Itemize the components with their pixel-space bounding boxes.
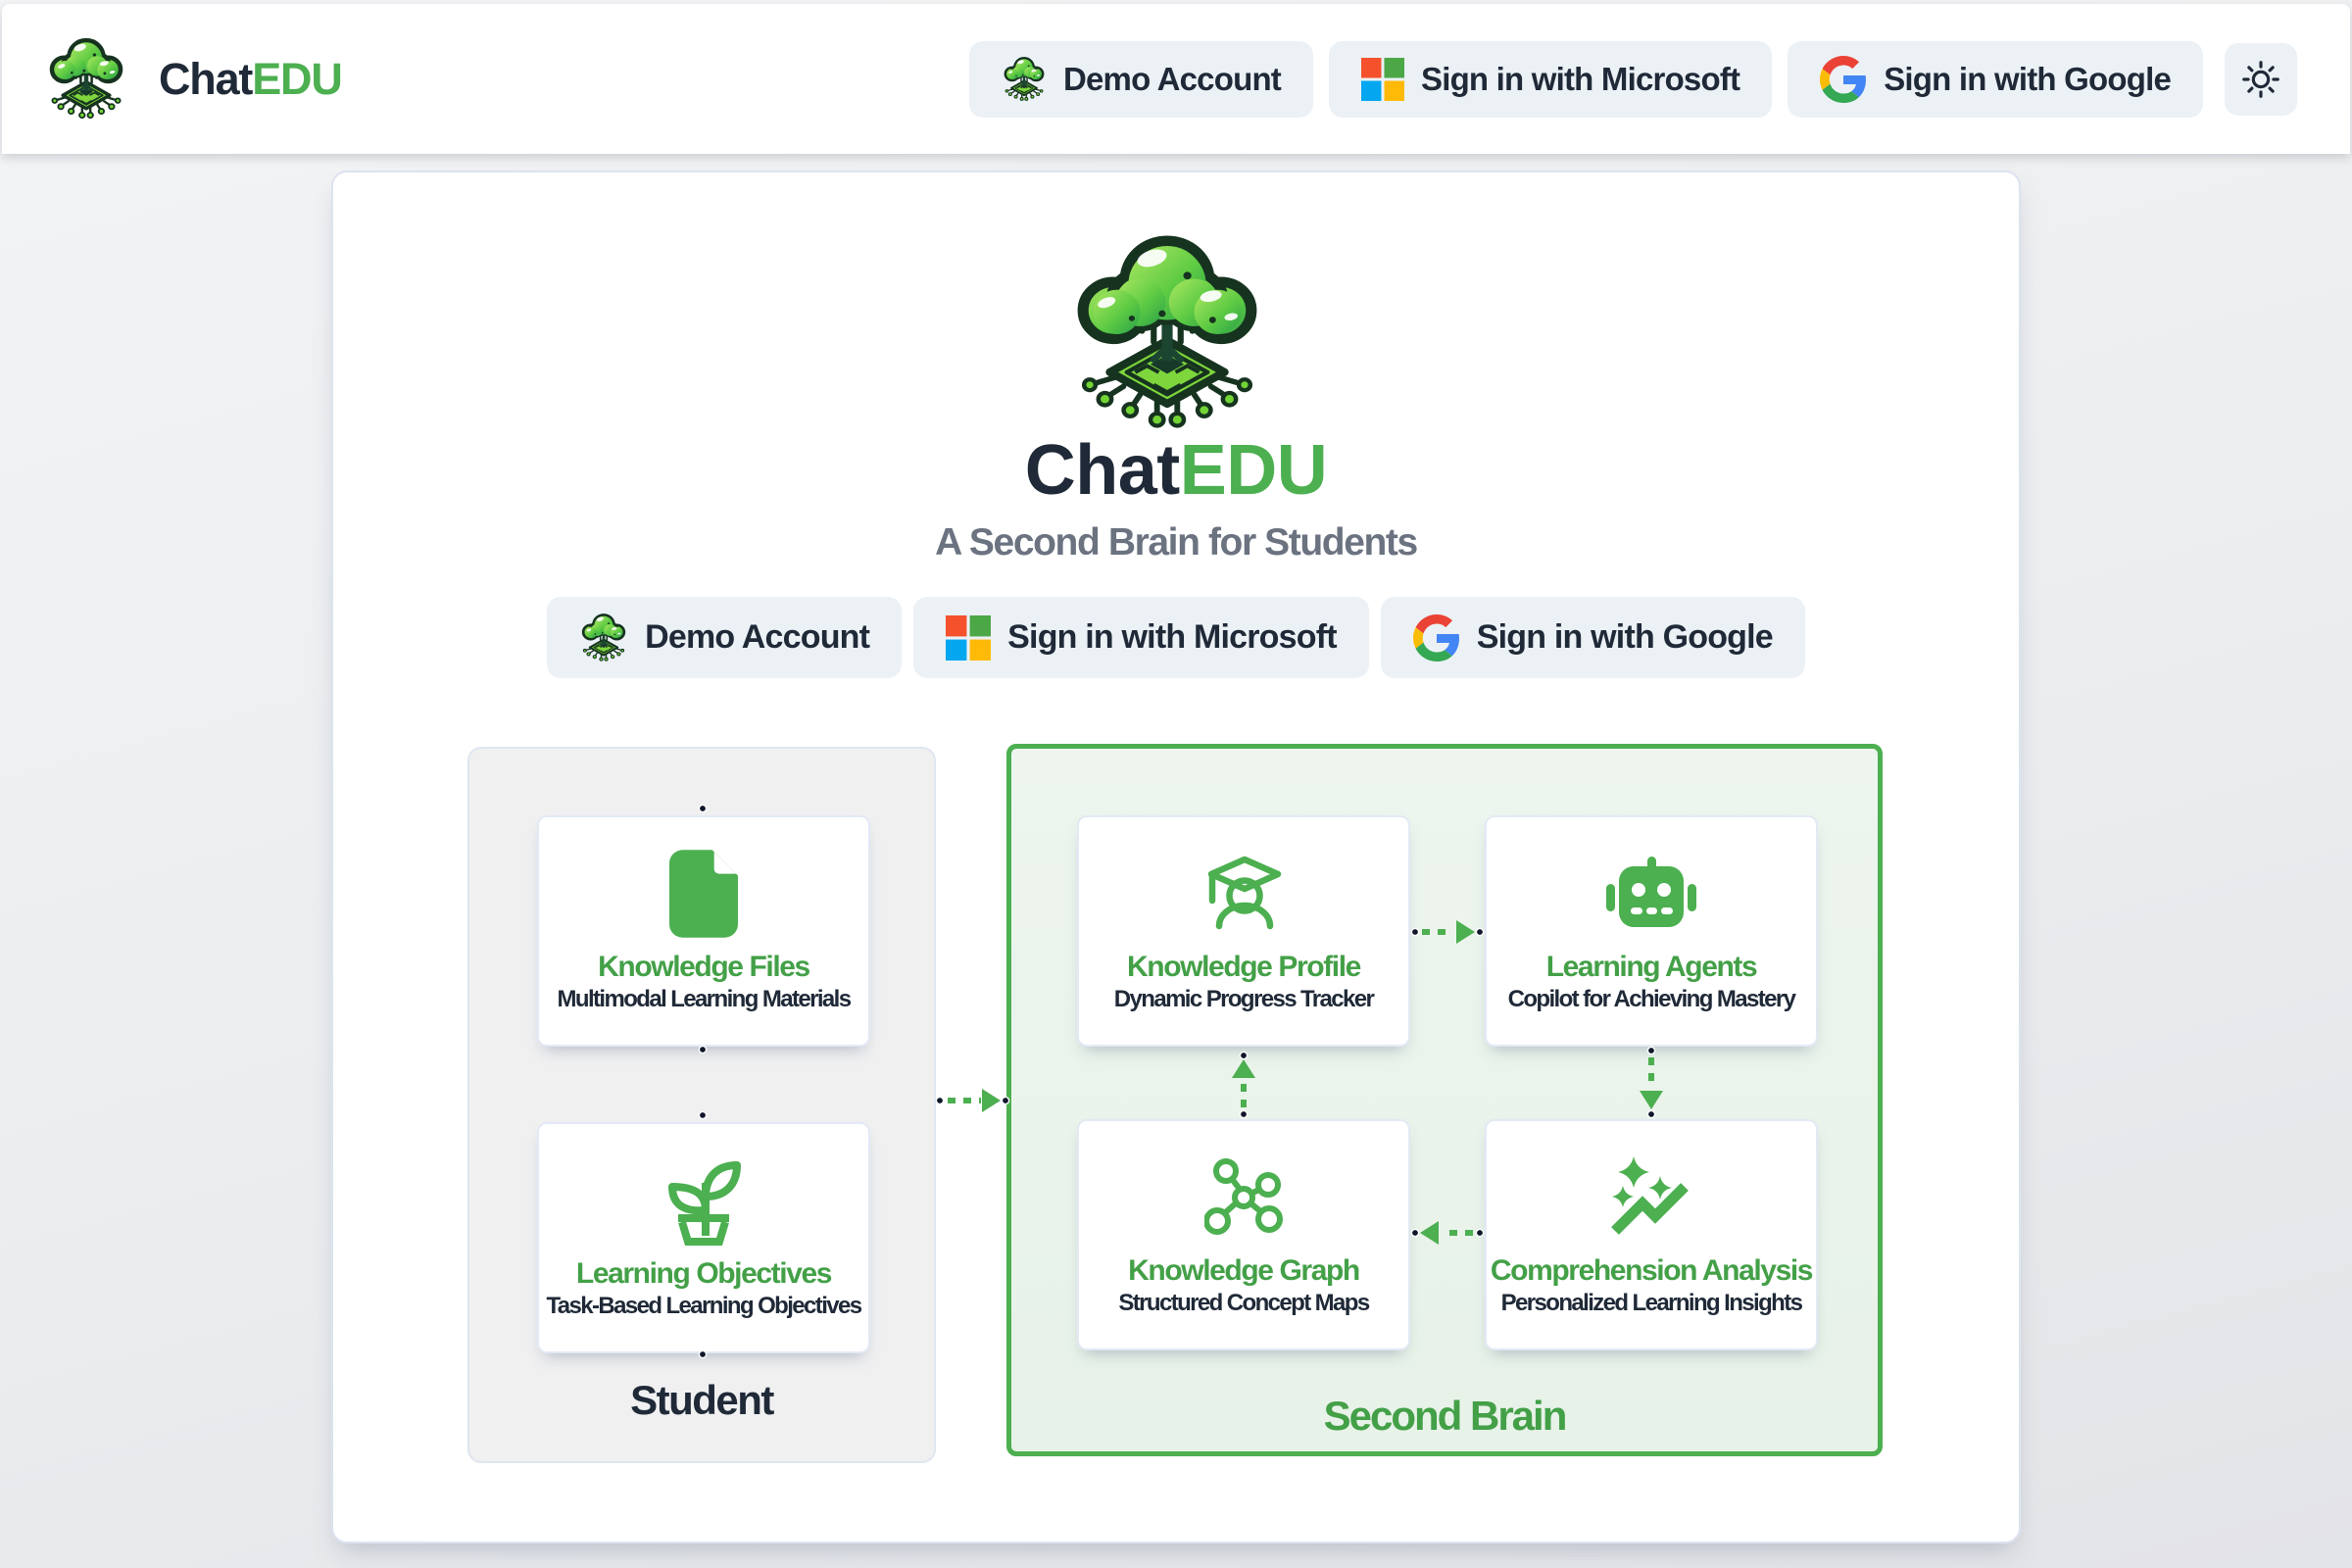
graph-icon xyxy=(1204,1158,1283,1237)
navbar-actions: Demo Account Sign in with Microsoft Sign… xyxy=(968,40,2297,118)
node-title: Learning Objectives xyxy=(575,1257,833,1290)
knowledge-files-card[interactable]: Knowledge Files Multimodal Learning Mate… xyxy=(537,815,870,1047)
navbar: ChatEDU Demo Account Sign in with Micros… xyxy=(2,4,2350,154)
hero-title-chat: Chat xyxy=(1024,431,1181,510)
hero-title-edu: EDU xyxy=(1179,431,1328,510)
demo-account-button[interactable]: Demo Account xyxy=(968,40,1313,118)
seedling-icon xyxy=(666,1153,741,1248)
node-icon xyxy=(1610,1151,1692,1245)
hero-demo-account-label: Demo Account xyxy=(645,618,870,656)
node-subtitle: Copilot for Achieving Mastery xyxy=(1507,986,1796,1012)
learning-objectives-card[interactable]: Learning Objectives Task-Based Learning … xyxy=(537,1122,870,1353)
tree-icon xyxy=(579,612,628,663)
brand[interactable]: ChatEDU xyxy=(45,36,343,122)
hero-microsoft-signin-label: Sign in with Microsoft xyxy=(1007,618,1337,656)
node-subtitle: Dynamic Progress Tracker xyxy=(1113,986,1375,1012)
brand-title-chat: Chat xyxy=(159,53,253,104)
hero-microsoft-signin-button[interactable]: Sign in with Microsoft xyxy=(913,597,1369,678)
node-title: Knowledge Graph xyxy=(1128,1254,1360,1287)
google-signin-label: Sign in with Google xyxy=(1884,60,2172,97)
file-icon xyxy=(669,849,738,939)
node-icon xyxy=(1204,1151,1283,1245)
demo-account-label: Demo Account xyxy=(1062,60,1282,97)
node-title: Learning Agents xyxy=(1545,951,1758,983)
learning-agents-card[interactable]: Learning Agents Copilot for Achieving Ma… xyxy=(1485,815,1818,1047)
node-title: Knowledge Profile xyxy=(1127,951,1361,983)
sparkline-icon xyxy=(1610,1156,1692,1239)
node-icon xyxy=(669,847,738,941)
second-brain-group-label: Second Brain xyxy=(1323,1393,1568,1439)
node-subtitle: Personalized Learning Insights xyxy=(1500,1290,1803,1316)
knowledge-graph-card[interactable]: Knowledge Graph Structured Concept Maps xyxy=(1077,1119,1410,1350)
sun-icon xyxy=(2238,57,2283,102)
node-icon xyxy=(666,1153,741,1248)
node-icon xyxy=(1606,847,1696,941)
node-subtitle: Task-Based Learning Objectives xyxy=(546,1293,862,1319)
brand-title: ChatEDU xyxy=(159,53,343,105)
hero-google-signin-button[interactable]: Sign in with Google xyxy=(1380,597,1805,678)
google-signin-button[interactable]: Sign in with Google xyxy=(1788,40,2203,118)
knowledge-profile-card[interactable]: Knowledge Profile Dynamic Progress Track… xyxy=(1077,815,1410,1047)
brand-logo-icon xyxy=(45,36,127,122)
tree-icon xyxy=(1002,56,1047,103)
microsoft-signin-button[interactable]: Sign in with Microsoft xyxy=(1329,40,1773,118)
node-title: Comprehension Analysis xyxy=(1490,1254,1814,1287)
node-subtitle: Multimodal Learning Materials xyxy=(557,986,853,1012)
node-title: Knowledge Files xyxy=(598,951,810,983)
microsoft-signin-label: Sign in with Microsoft xyxy=(1421,60,1740,97)
hero-google-signin-label: Sign in with Google xyxy=(1476,618,1774,656)
hero-demo-account-button[interactable]: Demo Account xyxy=(547,597,903,678)
comprehension-analysis-card[interactable]: Comprehension Analysis Personalized Lear… xyxy=(1485,1119,1818,1350)
google-icon xyxy=(1413,614,1460,662)
microsoft-icon xyxy=(946,615,991,661)
hero-subtitle: A Second Brain for Students xyxy=(935,521,1418,564)
hero-title: ChatEDU xyxy=(0,435,2352,506)
robot-icon xyxy=(1606,857,1696,931)
student-group-label: Student xyxy=(630,1377,774,1423)
hero-actions: Demo Account Sign in with Microsoft Sign… xyxy=(0,597,2352,678)
google-icon xyxy=(1820,56,1867,103)
microsoft-icon xyxy=(1361,58,1404,101)
graduate-icon xyxy=(1204,855,1283,933)
hero-logo-icon xyxy=(1066,231,1268,437)
node-subtitle: Structured Concept Maps xyxy=(1118,1290,1370,1316)
brand-title-edu: EDU xyxy=(252,53,343,104)
theme-toggle-button[interactable] xyxy=(2225,42,2297,116)
node-icon xyxy=(1204,847,1283,941)
